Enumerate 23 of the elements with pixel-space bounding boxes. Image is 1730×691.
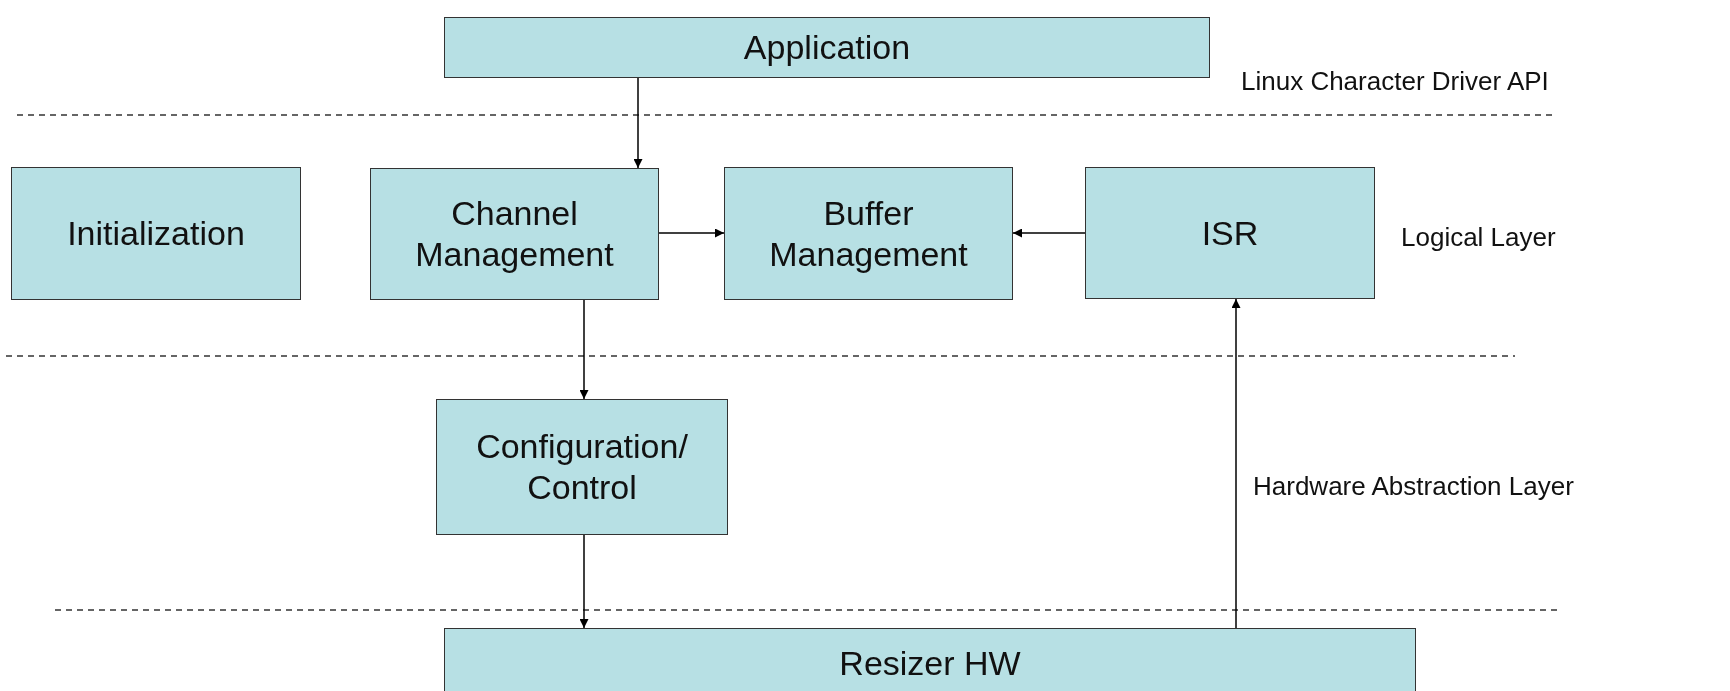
arrow — [658, 228, 725, 238]
layer-label: Logical Layer — [1401, 222, 1556, 253]
node-label: Initialization — [67, 213, 245, 254]
arrow — [579, 534, 589, 629]
process-box — [370, 168, 659, 300]
arrow — [633, 77, 643, 169]
arrow — [1231, 298, 1241, 629]
node-label: Configuration/ Control — [475, 426, 689, 508]
layer-label: Linux Character Driver API — [1241, 66, 1549, 97]
node-label: Application — [743, 27, 911, 68]
process-box — [11, 167, 301, 300]
node-label: Resizer HW — [839, 642, 1021, 684]
node-label: Channel Management — [414, 193, 615, 275]
arrow — [1012, 228, 1086, 238]
hardware-box — [444, 628, 1416, 691]
process-box — [724, 167, 1013, 300]
app-box — [444, 17, 1210, 78]
arrow — [579, 299, 589, 400]
process-box — [1085, 167, 1375, 299]
node-label: ISR — [1201, 212, 1259, 254]
node-label: Buffer Management — [768, 192, 969, 275]
layer-label: Hardware Abstraction Layer — [1253, 471, 1574, 502]
process-box — [436, 399, 728, 535]
